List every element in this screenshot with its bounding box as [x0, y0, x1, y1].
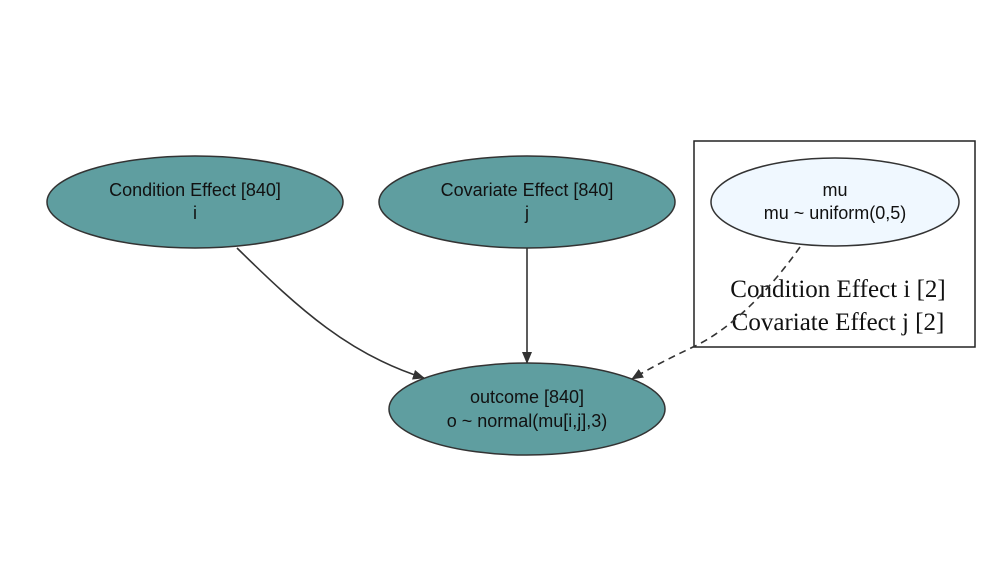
node-condition-shape	[46, 155, 344, 249]
node-condition-effect[interactable]: Condition Effect [840] i	[46, 155, 344, 249]
node-condition-index: i	[193, 203, 197, 223]
node-outcome[interactable]: outcome [840] o ~ normal(mu[i,j],3)	[388, 362, 666, 456]
node-outcome-shape	[388, 362, 666, 456]
plate-border	[693, 140, 976, 348]
plate: Condition Effect i [2] Covariate Effect …	[693, 140, 976, 348]
node-mu-prior: mu ~ uniform(0,5)	[764, 203, 907, 223]
plate-label-condition: Condition Effect i [2]	[730, 276, 945, 303]
node-covariate-effect[interactable]: Covariate Effect [840] j	[378, 155, 676, 249]
node-covariate-index: j	[524, 203, 529, 223]
node-mu-title: mu	[822, 180, 847, 200]
node-outcome-title: outcome [840]	[470, 387, 584, 407]
node-condition-title: Condition Effect [840]	[109, 180, 281, 200]
plate-label-covariate: Covariate Effect j [2]	[732, 309, 945, 336]
edge-mu-to-outcome	[631, 246, 801, 380]
node-mu[interactable]: mu mu ~ uniform(0,5)	[710, 157, 960, 247]
node-outcome-likelihood: o ~ normal(mu[i,j],3)	[447, 411, 608, 431]
edge-condition-to-outcome	[236, 247, 425, 380]
node-mu-shape	[710, 157, 960, 247]
node-covariate-title: Covariate Effect [840]	[441, 180, 614, 200]
node-covariate-shape	[378, 155, 676, 249]
